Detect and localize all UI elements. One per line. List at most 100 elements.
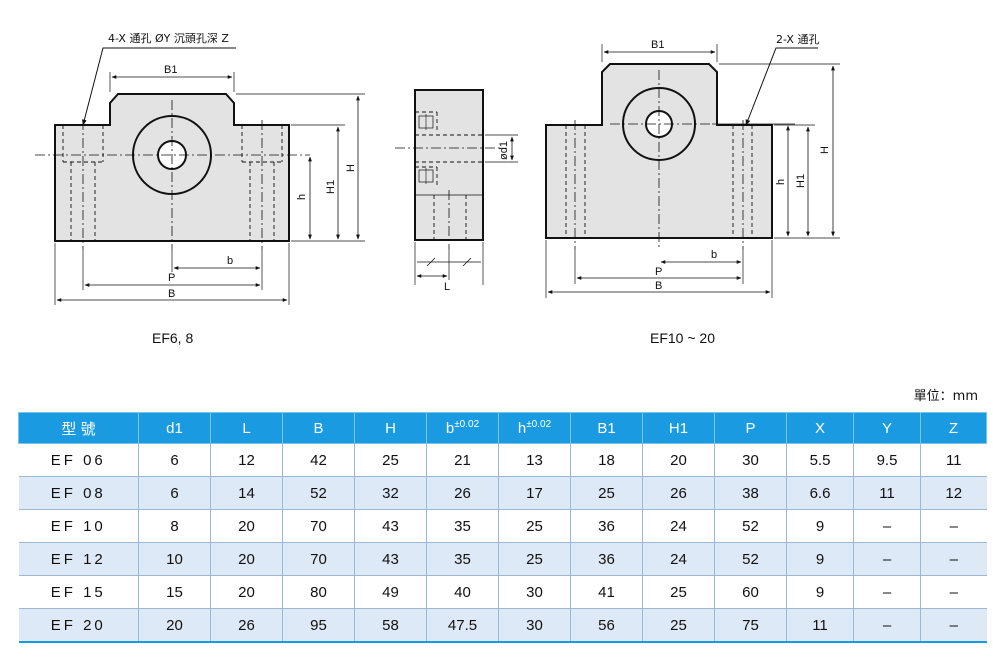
left-dim-P: P [168, 272, 175, 284]
value-cell: 70 [282, 509, 355, 543]
left-hole-note: 4-X 通孔 ØY 沉頭孔深 Z [108, 32, 229, 45]
value-cell: 6 [138, 476, 211, 510]
model-cell: EF 15 [18, 575, 139, 609]
value-cell: 15 [138, 575, 211, 609]
value-cell: – [920, 542, 987, 576]
right-dim-b: b [711, 249, 717, 261]
left-dim-H1: H1 [325, 180, 337, 194]
value-cell: 60 [714, 575, 787, 609]
value-cell: 56 [570, 608, 643, 643]
middle-view: ød1 L [395, 89, 518, 293]
value-cell: 20 [210, 575, 283, 609]
value-cell: 95 [282, 608, 355, 643]
value-cell: 18 [570, 443, 643, 477]
column-header: H1 [642, 412, 715, 444]
left-dim-H: H [345, 164, 357, 172]
value-cell: 11 [853, 476, 921, 510]
value-cell: 24 [642, 509, 715, 543]
value-cell: 52 [714, 542, 787, 576]
column-header: 型 號 [18, 412, 139, 444]
column-header: H [354, 412, 427, 444]
value-cell: 26 [642, 476, 715, 510]
value-cell: 8 [138, 509, 211, 543]
model-cell: EF 08 [18, 476, 139, 510]
value-cell: 20 [210, 542, 283, 576]
value-cell: 52 [714, 509, 787, 543]
value-cell: 21 [426, 443, 499, 477]
value-cell: – [920, 509, 987, 543]
model-cell: EF 10 [18, 509, 139, 543]
value-cell: 43 [354, 509, 427, 543]
value-cell: 36 [570, 542, 643, 576]
value-cell: 36 [570, 509, 643, 543]
value-cell: 30 [498, 575, 571, 609]
value-cell: 26 [210, 608, 283, 643]
column-header: Z [920, 412, 987, 444]
value-cell: 80 [282, 575, 355, 609]
left-caption: EF6, 8 [152, 330, 193, 346]
value-cell: – [853, 542, 921, 576]
column-header: L [210, 412, 283, 444]
unit-label: 單位：mm [913, 389, 978, 404]
value-cell: 52 [282, 476, 355, 510]
value-cell: 11 [786, 608, 854, 643]
value-cell: 75 [714, 608, 787, 643]
right-hole-note: 2-X 通孔 [776, 33, 819, 46]
value-cell: 11 [920, 443, 987, 477]
left-view: 4-X 通孔 ØY 沉頭孔深 Z B1 H H1 h b P B EF6, 8 [35, 32, 365, 346]
value-cell: 5.5 [786, 443, 854, 477]
value-cell: 43 [354, 542, 427, 576]
value-cell: 9 [786, 575, 854, 609]
left-dim-h: h [296, 194, 308, 200]
middle-dim-d1: ød1 [498, 141, 510, 160]
value-cell: 12 [920, 476, 987, 510]
column-header: P [714, 412, 787, 444]
value-cell: 26 [426, 476, 499, 510]
value-cell: 9 [786, 542, 854, 576]
right-dim-H1: H1 [795, 174, 807, 188]
value-cell: 25 [498, 509, 571, 543]
value-cell: 30 [498, 608, 571, 643]
right-dim-B: B [655, 280, 662, 292]
column-header: B [282, 412, 355, 444]
value-cell: 25 [570, 476, 643, 510]
value-cell: 49 [354, 575, 427, 609]
value-cell: 41 [570, 575, 643, 609]
left-dim-B: B [168, 288, 175, 300]
left-dim-B1: B1 [164, 64, 177, 76]
value-cell: 6 [138, 443, 211, 477]
right-view: 2-X 通孔 B1 H H1 h b P B EF10 ~ 20 [545, 33, 840, 346]
value-cell: 30 [714, 443, 787, 477]
value-cell: 25 [354, 443, 427, 477]
value-cell: 20 [642, 443, 715, 477]
right-dim-B1: B1 [651, 39, 664, 51]
value-cell: 13 [498, 443, 571, 477]
value-cell: 25 [498, 542, 571, 576]
technical-drawing: 4-X 通孔 ØY 沉頭孔深 Z B1 H H1 h b P B EF6, 8 [35, 32, 840, 346]
value-cell: 35 [426, 509, 499, 543]
value-cell: 32 [354, 476, 427, 510]
value-cell: 20 [210, 509, 283, 543]
column-header: b±0.02 [426, 412, 499, 444]
model-cell: EF 06 [18, 443, 139, 477]
value-cell: 42 [282, 443, 355, 477]
value-cell: 40 [426, 575, 499, 609]
right-dim-h: h [775, 179, 787, 185]
value-cell: – [920, 608, 987, 643]
value-cell: 9.5 [853, 443, 921, 477]
left-dim-b: b [227, 255, 233, 267]
column-header: Y [853, 412, 921, 444]
value-cell: 6.6 [786, 476, 854, 510]
column-header: X [786, 412, 854, 444]
value-cell: 20 [138, 608, 211, 643]
right-caption: EF10 ~ 20 [650, 330, 715, 346]
value-cell: 25 [642, 608, 715, 643]
value-cell: 24 [642, 542, 715, 576]
